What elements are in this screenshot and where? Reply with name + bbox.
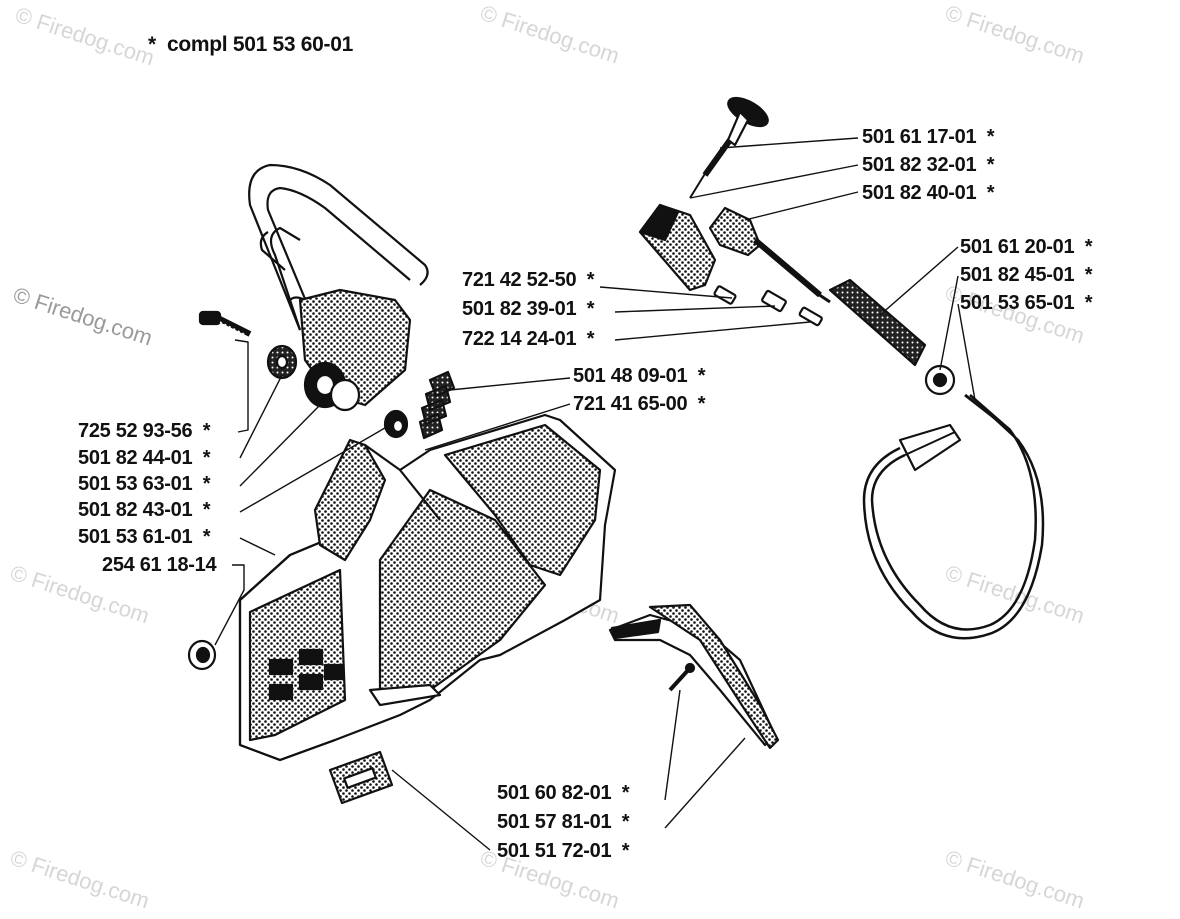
part-number-label: 725 52 93-56 * (78, 420, 211, 442)
part-number-label: 501 53 65-01 * (960, 292, 1093, 314)
brake-spring (828, 278, 927, 367)
part-number-label: 501 82 43-01 * (78, 499, 211, 521)
sleeve (638, 203, 717, 292)
part-number-label: 501 60 82-01 * (497, 782, 630, 804)
part-number-label: 501 61 20-01 * (960, 236, 1093, 258)
small-washer (383, 409, 409, 439)
part-number-label: 501 82 45-01 * (960, 264, 1093, 286)
part-number-label: 501 82 40-01 * (862, 182, 995, 204)
knob (689, 96, 769, 199)
part-number-label: 501 53 61-01 * (78, 526, 211, 548)
part-number-label: 721 41 65-00 * (573, 393, 706, 415)
plate (328, 750, 394, 805)
part-number-label: 501 82 44-01 * (78, 447, 211, 469)
screw (668, 662, 696, 692)
hand-guard (248, 163, 429, 412)
part-number-label: 501 48 09-01 * (573, 365, 706, 387)
part-number-label: 501 61 17-01 * (862, 126, 995, 148)
clutch-cover (238, 413, 617, 762)
pin (713, 285, 823, 327)
spring (418, 370, 456, 440)
bolt (198, 310, 252, 337)
part-number-label: 254 61 18-14 (102, 554, 217, 576)
assembly-note: * compl 501 53 60-01 (148, 33, 353, 56)
part-number-label: 501 57 81-01 * (497, 811, 630, 833)
part-number-label: 501 51 72-01 * (497, 840, 630, 862)
part-number-label: 501 82 32-01 * (862, 154, 995, 176)
washer (266, 344, 298, 380)
brake-housing (708, 206, 831, 304)
bushing (924, 364, 956, 396)
nut (187, 639, 217, 671)
part-number-label: 501 53 63-01 * (78, 473, 211, 495)
part-number-label: 721 42 52-50 * (462, 269, 595, 291)
brake-band (862, 393, 1045, 640)
part-number-label: 722 14 24-01 * (462, 328, 595, 350)
leader-lines (214, 137, 976, 851)
chain-guard (608, 603, 780, 750)
part-number-label: 501 82 39-01 * (462, 298, 595, 320)
